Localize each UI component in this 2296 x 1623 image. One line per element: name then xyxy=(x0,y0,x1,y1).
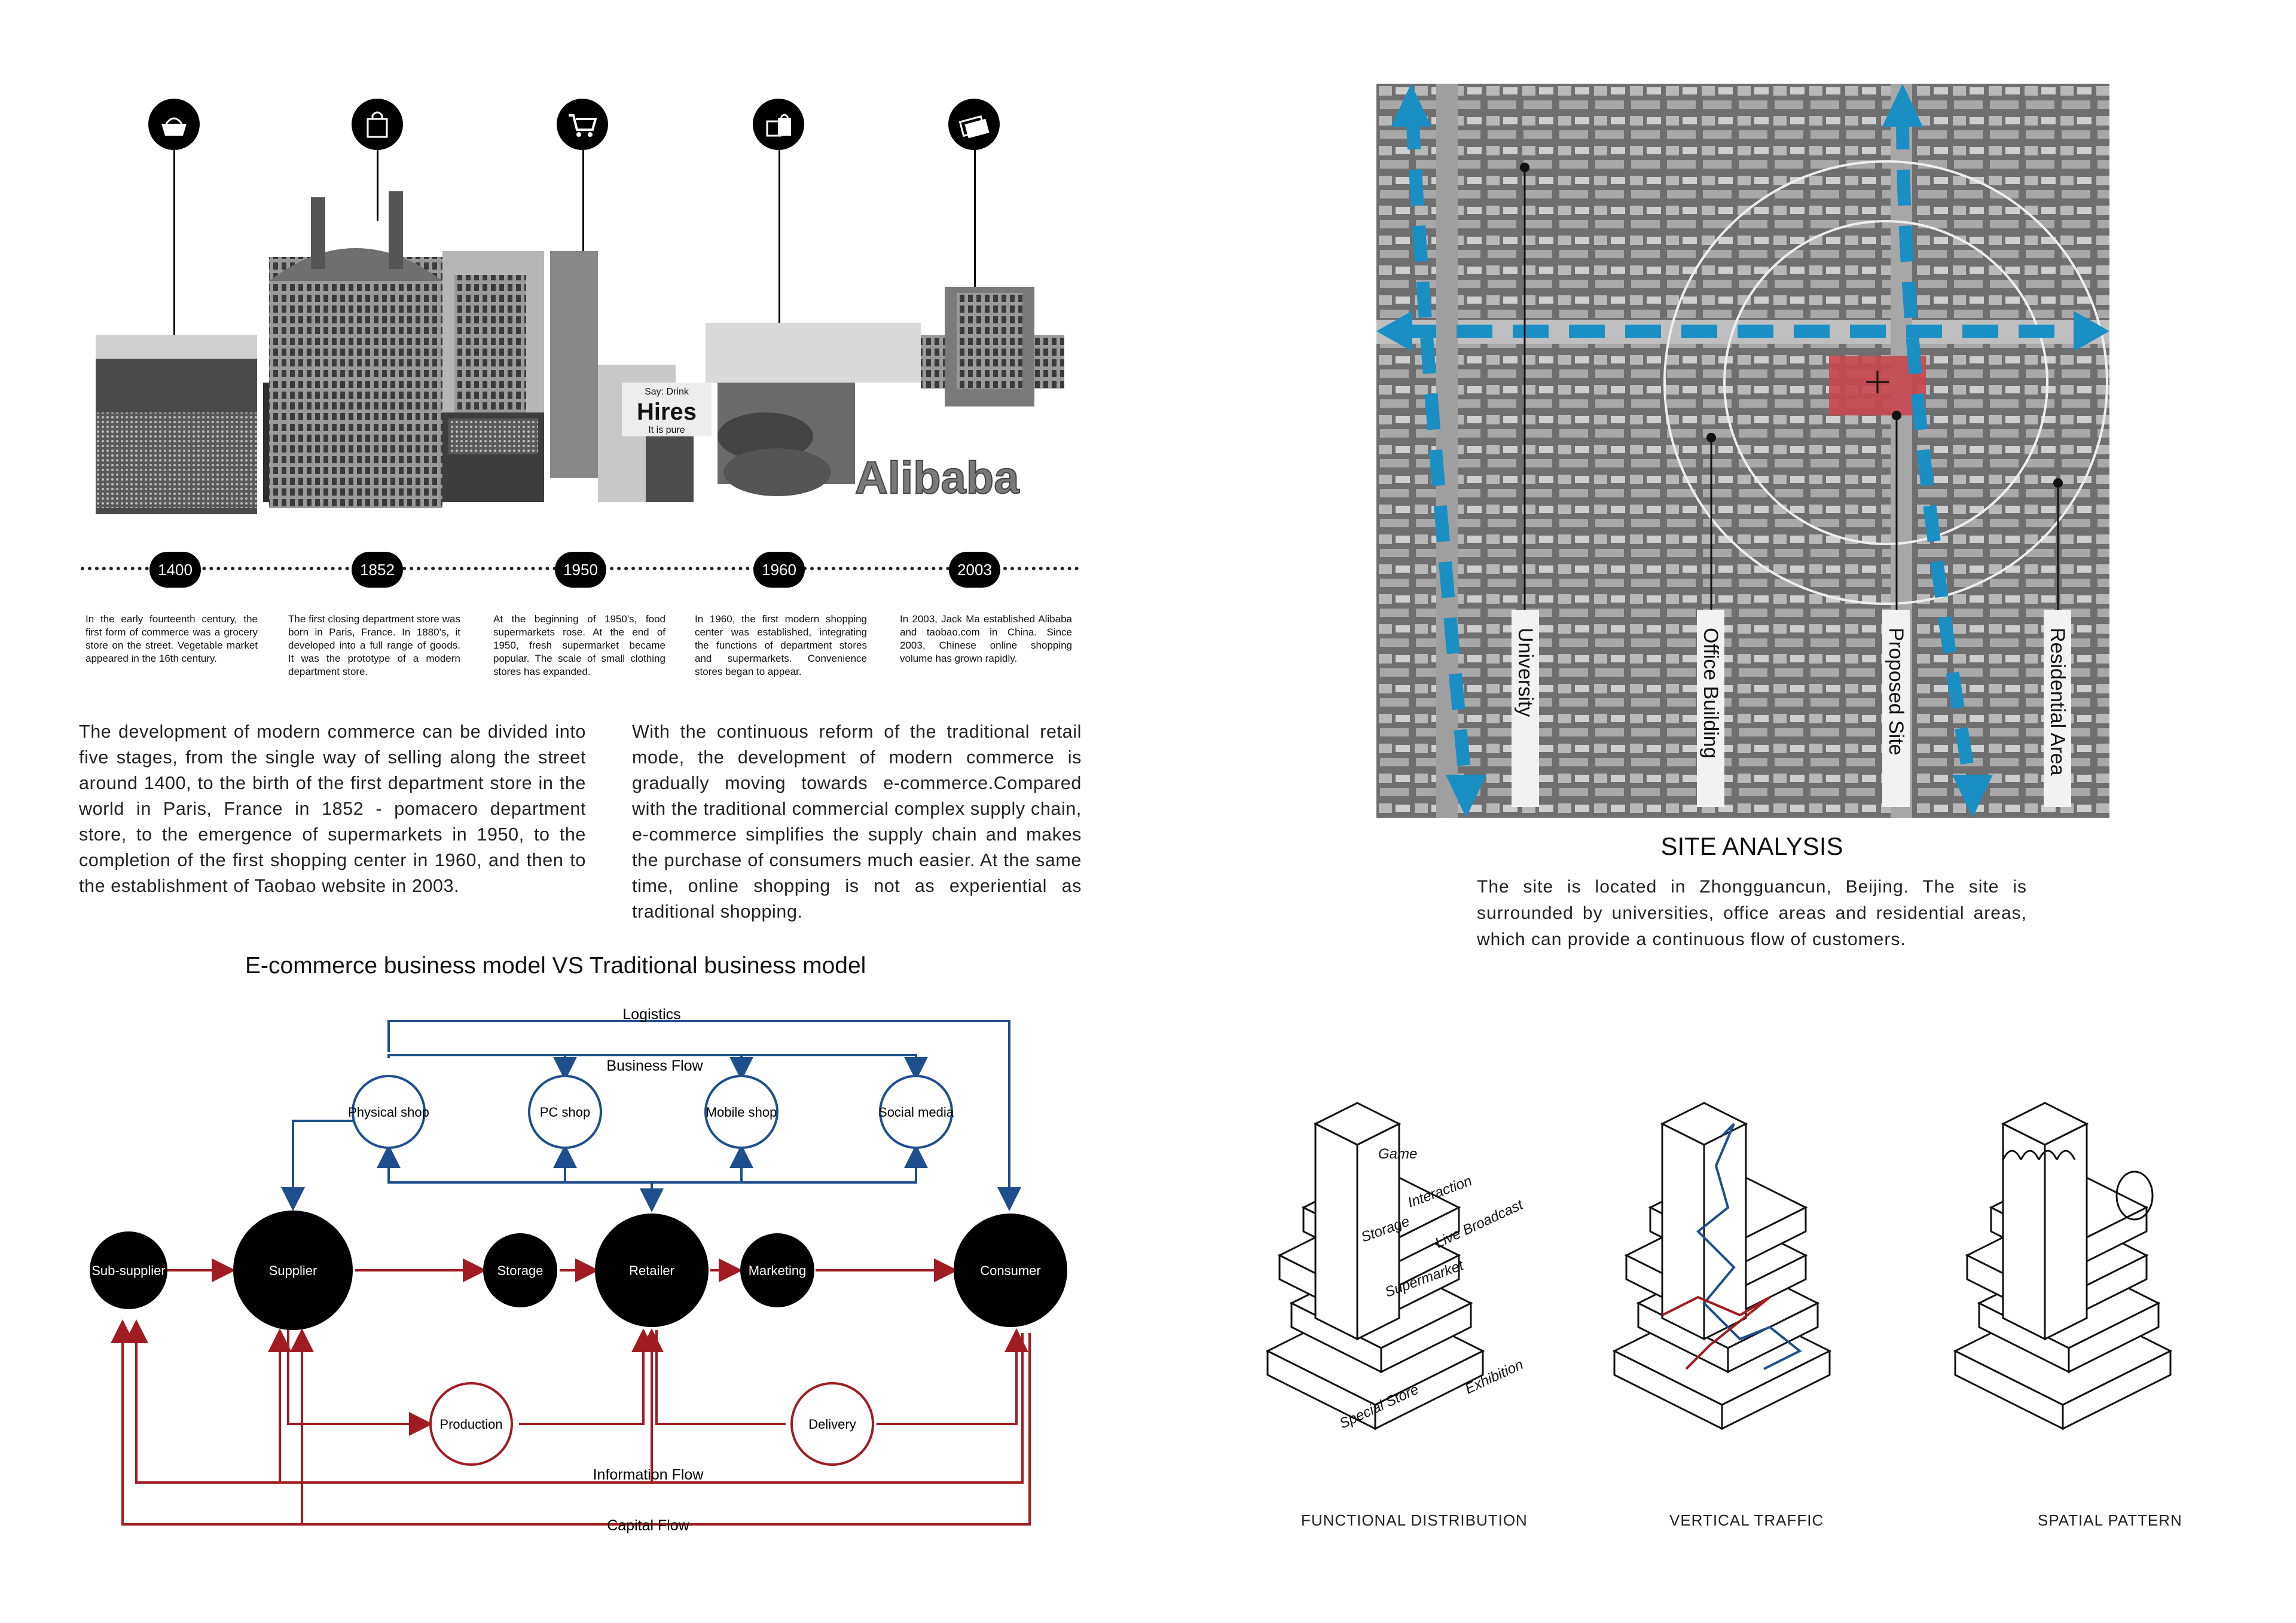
site-aerial-map: University Office Building Proposed Site… xyxy=(1376,84,2109,818)
arch-pattern xyxy=(2002,1150,2076,1160)
caption-functional: FUNCTIONAL DISTRIBUTION xyxy=(1301,1511,1528,1529)
year-node: 2003 xyxy=(949,552,1000,588)
sign-top-text: Say: Drink xyxy=(645,387,689,397)
caption-vertical-traffic: VERTICAL TRAFFIC xyxy=(1669,1511,1824,1529)
timeline-description: In 1960, the first modern shopping cente… xyxy=(695,613,867,677)
business-model-diagram: Physical shop PC shop Mobile shop Social… xyxy=(90,1006,1067,1534)
history-collage: Say: Drink Hires It is pure Alibaba xyxy=(96,191,1064,514)
node-physical-shop: Physical shop xyxy=(348,1105,429,1120)
shopping-bags-icon xyxy=(753,99,804,150)
node-supplier: Supplier xyxy=(269,1263,317,1278)
sign-brand-text: Hires xyxy=(637,399,697,425)
node-mobile-shop: Mobile shop xyxy=(706,1105,777,1120)
year-node: 1960 xyxy=(753,552,805,588)
node-sub-supplier: Sub-supplier xyxy=(91,1263,166,1278)
year-node: 1852 xyxy=(352,552,403,588)
node-consumer: Consumer xyxy=(980,1263,1040,1278)
timeline-description: The first closing department store was b… xyxy=(288,613,460,677)
label-proposed-site: Proposed Site xyxy=(1885,628,1907,756)
logistics-label: Logistics xyxy=(622,1006,680,1023)
traffic-red-path xyxy=(1662,1295,1771,1370)
label-residential-area: Residential Area xyxy=(2046,628,2069,776)
alibaba-wordmark: Alibaba xyxy=(855,453,1019,503)
site-analysis-title: SITE ANALYSIS xyxy=(1660,832,1843,860)
timeline-description: In the early fourteenth century, the fir… xyxy=(86,613,258,664)
timeline-stem xyxy=(377,149,378,221)
node-social-media: Social media xyxy=(878,1105,954,1120)
function-game: Game xyxy=(1378,1146,1417,1162)
logistics-line xyxy=(387,1020,1021,1211)
timeline-stem xyxy=(173,149,175,335)
label-university: University xyxy=(1514,628,1537,717)
label-box xyxy=(1512,610,1539,807)
business-model-title: E-commerce business model VS Traditional… xyxy=(245,953,866,979)
node-retailer: Retailer xyxy=(629,1263,674,1278)
timeline-description: At the beginning of 1950's, food superma… xyxy=(493,613,665,677)
information-flow-label: Information Flow xyxy=(593,1466,704,1483)
capital-flow-label: Capital Flow xyxy=(607,1517,689,1534)
traffic-blue-path xyxy=(1696,1123,1802,1370)
axonometric-diagrams: Game Interaction Storage Live Broadcast … xyxy=(1266,1102,2172,1432)
label-box xyxy=(1882,610,1910,807)
node-pc-shop: PC shop xyxy=(540,1105,590,1120)
node-delivery: Delivery xyxy=(808,1417,856,1432)
timeline-stem xyxy=(778,149,780,329)
shopping-bag-icon xyxy=(352,99,403,150)
grocery-basket-icon xyxy=(148,99,200,150)
node-marketing: Marketing xyxy=(749,1263,807,1278)
timeline-stem xyxy=(582,149,584,347)
label-box xyxy=(1697,610,1724,807)
sign-bottom-text: It is pure xyxy=(648,425,685,435)
timeline-stem xyxy=(974,149,976,293)
site-analysis-description: The site is located in Zhongguancun, Bei… xyxy=(1477,877,2027,949)
timeline-description: In 2003, Jack Ma established Alibaba and… xyxy=(900,613,1072,664)
year-node: 1400 xyxy=(149,552,201,588)
shopping-cart-icon xyxy=(557,99,608,150)
label-box xyxy=(2044,610,2071,807)
caption-spatial-pattern: SPATIAL PATTERN xyxy=(2038,1511,2182,1529)
business-flow-label: Business Flow xyxy=(606,1057,703,1074)
label-office-building: Office Building xyxy=(1699,628,1722,759)
year-node: 1950 xyxy=(555,552,606,588)
node-production: Production xyxy=(439,1417,502,1432)
payment-card-icon xyxy=(948,99,1000,150)
intro-left-paragraph: The development of modern commerce can b… xyxy=(79,722,586,896)
node-storage: Storage xyxy=(497,1263,543,1278)
intro-right-paragraph: With the continuous reform of the tradit… xyxy=(632,722,1082,922)
